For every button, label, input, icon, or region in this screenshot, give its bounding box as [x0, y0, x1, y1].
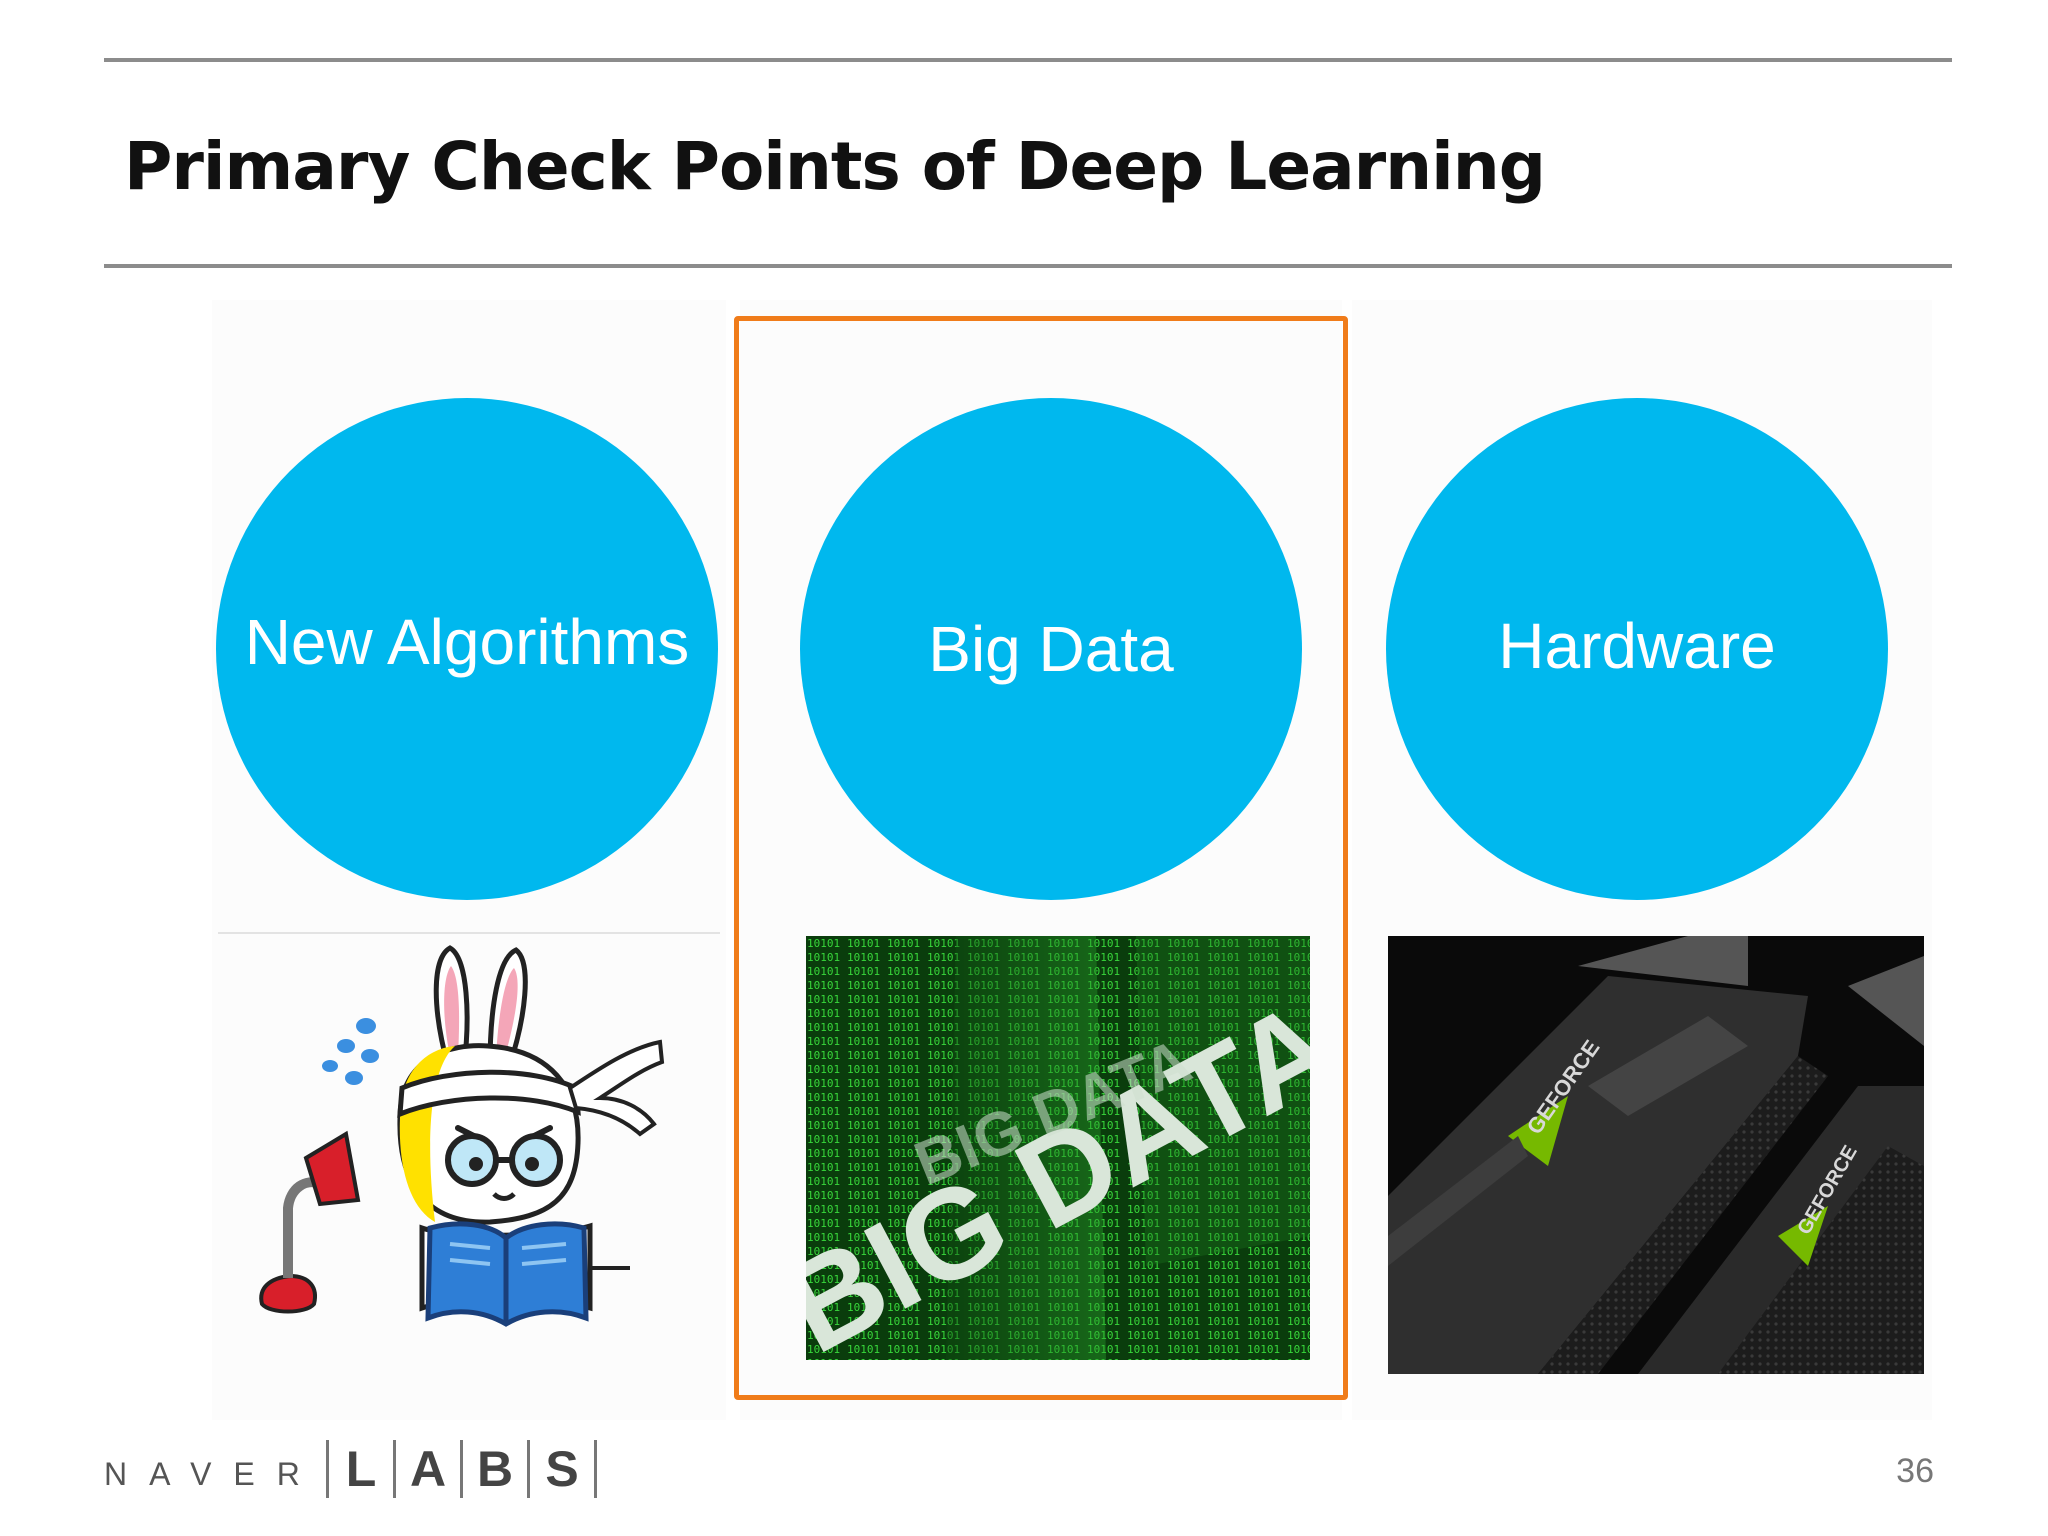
checkpoint-label-algorithms: New Algorithms: [244, 606, 690, 678]
title-rule: [104, 264, 1952, 268]
labs-letter-b: B: [476, 1441, 514, 1497]
labs-divider: [460, 1440, 463, 1498]
labs-letter-l: L: [345, 1441, 377, 1497]
page-number: 36: [1896, 1452, 1934, 1490]
labs-divider: [393, 1440, 396, 1498]
big-data-highlight-frame: [734, 316, 1348, 1400]
top-rule: [104, 58, 1952, 62]
divider-line: [218, 932, 720, 934]
labs-letter-a: A: [409, 1441, 447, 1497]
checkpoint-circle-big-data: Big Data: [800, 398, 1302, 900]
labs-divider: [326, 1440, 329, 1498]
big-data-binary-icon: 10101 BIG DATA BIG DATA: [806, 936, 1310, 1360]
page-title: Primary Check Points of Deep Learning: [124, 128, 1546, 205]
checkpoint-label-hardware: Hardware: [1498, 610, 1776, 682]
labs-divider: [594, 1440, 597, 1498]
studying-rabbit-icon: [250, 938, 670, 1338]
checkpoint-circle-algorithms: New Algorithms: [216, 398, 718, 900]
labs-letter-s: S: [545, 1441, 579, 1497]
labs-divider: [527, 1440, 530, 1498]
naver-wordmark: NAVER: [104, 1456, 322, 1492]
checkpoint-label-big-data: Big Data: [928, 613, 1174, 685]
checkpoint-circle-hardware: Hardware: [1386, 398, 1888, 900]
geforce-gpu-icon: GEFORCE GEFORCE: [1388, 936, 1924, 1374]
labs-logo: L A B S: [326, 1440, 597, 1498]
